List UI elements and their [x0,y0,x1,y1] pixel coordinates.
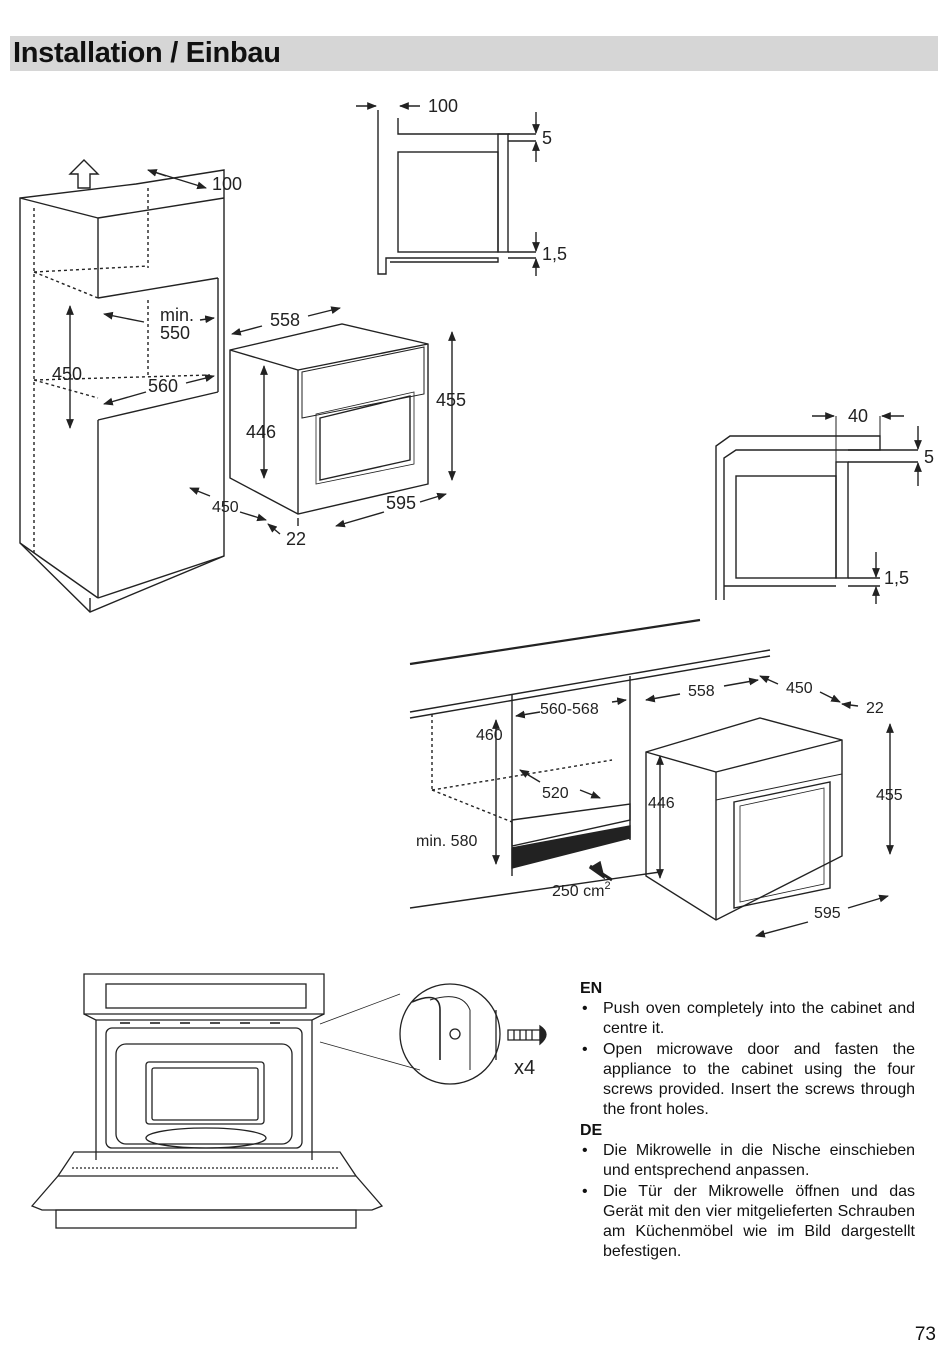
dim-450-height-label: 450 [52,364,82,384]
en-heading: EN [580,980,603,997]
page-title: Installation / Einbau [13,37,281,69]
dim-595-label: 595 [386,493,416,513]
de-heading: DE [580,1122,603,1139]
dim-450-uc-label: 450 [786,680,813,697]
under-counter-diagram [409,618,894,938]
dim-595-uc-label: 595 [814,905,841,922]
bullet-icon: • [582,1183,588,1200]
de-item-text: Die Tür der Mikrowelle öffnen und das Ge… [603,1183,915,1260]
dim-560-label: 560 [148,376,178,396]
dim-455-uc-label: 455 [876,787,903,804]
dim-5-top-label: 5 [542,128,552,148]
dim-520-label: 520 [542,785,569,802]
dim-450-depth-label: 450 [212,499,239,516]
dim-446-label: 446 [246,422,276,442]
screw-icon [507,1024,547,1046]
dim-40-label: 40 [848,406,868,426]
dim-min-label: min. [160,305,194,325]
side-section-middle-diagram [715,412,922,604]
dim-460-label: 460 [476,727,503,744]
bullet-icon: • [582,1041,588,1058]
list-item: • Push oven completely into the cabinet a… [580,999,915,1039]
dim-550-label: 550 [160,323,190,343]
up-arrow-icon [68,159,100,189]
dim-558-uc-label: 558 [688,683,715,700]
dim-22-uc-label: 22 [866,700,884,717]
dim-100-label: 100 [212,174,242,194]
bullet-icon: • [582,1142,588,1159]
header-bar: Installation / Einbau [10,36,938,71]
dim-5-middle-label: 5 [924,447,934,467]
dim-22-label: 22 [286,529,306,549]
bullet-icon: • [582,1000,588,1017]
en-item-text: Push oven completely into the cabinet an… [603,1000,915,1037]
list-item: • Die Mikrowelle in die Nische einschiebe… [580,1141,915,1181]
dim-1-5-middle-label: 1,5 [884,568,909,588]
page-number: 73 [914,1324,936,1345]
tall-cabinet-diagram [19,159,456,613]
de-list: • Die Mikrowelle in die Nische einschiebe… [580,1141,915,1262]
screw-mounting-diagram [30,973,547,1229]
de-item-text: Die Mikrowelle in die Nische einschieben… [603,1142,915,1179]
dim-455-label: 455 [436,390,466,410]
side-section-top-diagram [356,102,540,276]
en-list: • Push oven completely into the cabinet a… [580,999,915,1120]
dim-100-top-label: 100 [428,96,458,116]
dim-446-uc-label: 446 [648,795,675,812]
dim-560-568-label: 560-568 [540,701,599,718]
dim-min580-label: min. 580 [416,833,477,850]
list-item: • Die Tür der Mikrowelle öffnen und das G… [580,1182,915,1262]
screw-count-label: x4 [514,1057,535,1079]
dim-558-label: 558 [270,310,300,330]
vent-area-label: 250 cm2 [552,880,611,900]
list-item: • Open microwave door and fasten the appl… [580,1040,915,1120]
en-item-text: Open microwave door and fasten the appli… [603,1041,915,1118]
instructions: EN • Push oven completely into the cabine… [580,979,915,1263]
dim-1-5-top-label: 1,5 [542,244,567,264]
